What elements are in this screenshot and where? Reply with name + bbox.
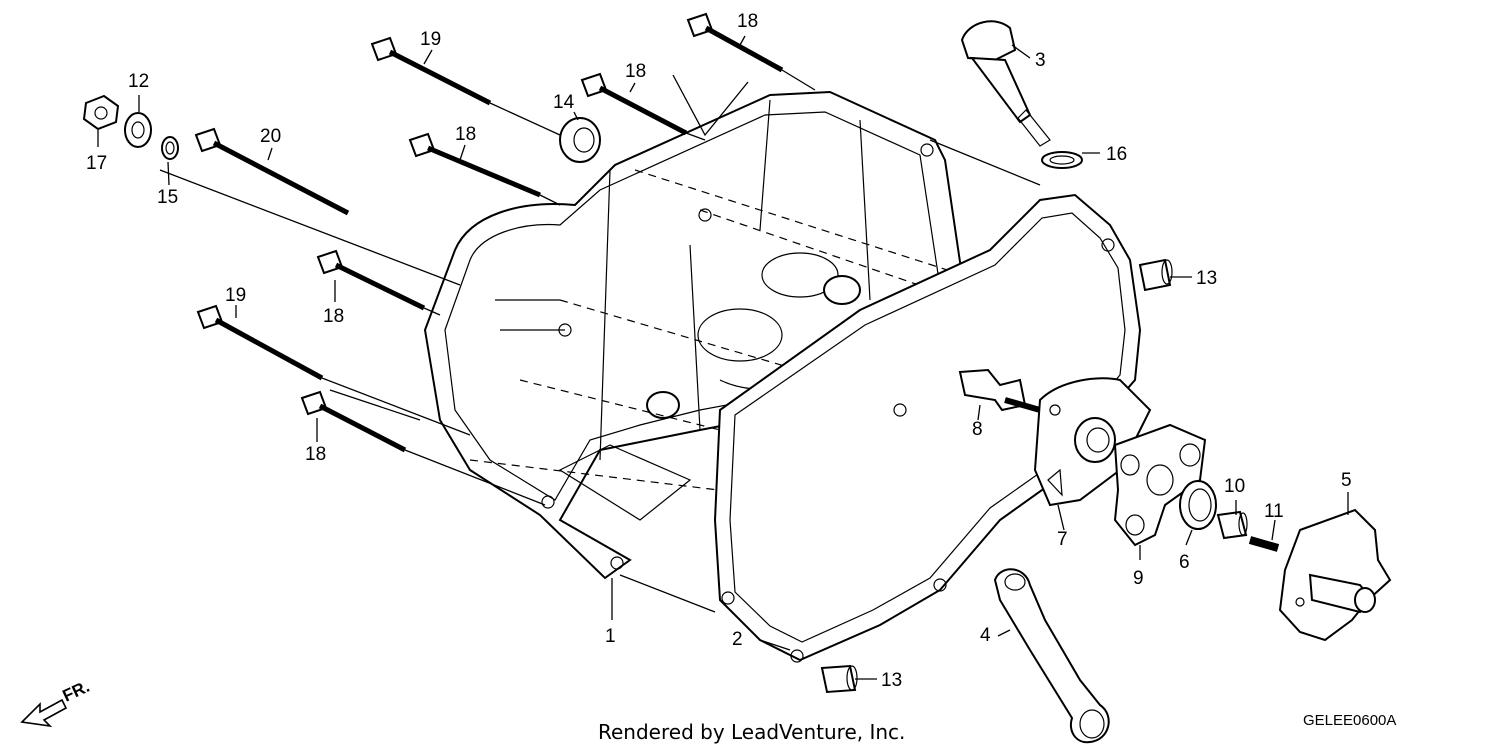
callout-19-top: 19 (420, 29, 441, 50)
callout-1: 1 (605, 626, 616, 647)
dowel-pin-13-upper[interactable] (1138, 258, 1173, 292)
oil-seal-6[interactable] (1179, 480, 1217, 530)
stud-bolt-8[interactable] (958, 368, 1041, 413)
callout-12: 12 (128, 71, 149, 92)
callout-20: 20 (260, 126, 281, 147)
callout-17: 17 (86, 153, 107, 174)
bolt-18-mid-top[interactable] (580, 72, 688, 136)
dowel-pin-13-lower[interactable] (820, 664, 858, 694)
bolt-18-left[interactable] (316, 249, 426, 311)
nut-17[interactable] (82, 94, 120, 131)
callout-15: 15 (157, 187, 178, 208)
callout-18-mid-top: 18 (625, 61, 646, 82)
callout-labels: 1 2 3 4 5 6 7 8 9 10 11 12 13 13 14 15 1… (86, 11, 1352, 691)
callout-2: 2 (732, 629, 743, 650)
front-arrow-icon (20, 698, 68, 728)
callout-13-upper: 13 (1196, 268, 1217, 289)
bolt-18-top[interactable] (686, 12, 784, 73)
bolt-11[interactable] (1248, 536, 1280, 552)
collar-10[interactable] (1216, 510, 1248, 540)
callout-4: 4 (980, 625, 991, 646)
callout-14: 14 (553, 92, 575, 113)
diagram-code: GELEE0600A (1303, 712, 1396, 729)
washer-15[interactable] (161, 136, 179, 160)
oil-dipstick-3[interactable] (960, 20, 1051, 147)
bolt-19-top[interactable] (370, 36, 492, 106)
washer-12[interactable] (124, 112, 152, 148)
bolt-leader-lines (159, 69, 1041, 613)
render-credit: Rendered by LeadVenture, Inc. (598, 720, 905, 744)
callout-18-bottom: 18 (305, 444, 326, 465)
callout-5: 5 (1341, 470, 1352, 491)
callout-6: 6 (1179, 552, 1190, 573)
callout-19-lower: 19 (225, 285, 246, 306)
plate-9[interactable] (1113, 423, 1207, 547)
callout-8: 8 (972, 419, 983, 440)
oil-seal-14[interactable] (559, 117, 601, 163)
callout-leaders (97, 35, 1349, 680)
callout-13-lower: 13 (881, 670, 902, 691)
bolt-19-lower[interactable] (196, 304, 324, 381)
bolt-18-mid[interactable] (408, 132, 541, 198)
bolt-20[interactable] (194, 127, 350, 216)
callout-3: 3 (1035, 50, 1046, 71)
callout-7: 7 (1057, 529, 1068, 550)
callout-18-left: 18 (323, 306, 344, 327)
callout-18-top: 18 (737, 11, 758, 32)
front-direction-indicator: FR. (20, 677, 93, 728)
callout-18-mid: 18 (455, 124, 476, 145)
kick-arm-4[interactable] (993, 568, 1110, 744)
kick-starter-5[interactable] (1278, 508, 1392, 642)
callout-9: 9 (1133, 568, 1144, 589)
callout-16: 16 (1106, 144, 1127, 165)
front-label: FR. (60, 677, 93, 706)
o-ring-16[interactable] (1041, 151, 1083, 169)
plate-7[interactable] (1033, 377, 1152, 507)
callout-11: 11 (1264, 501, 1284, 522)
callout-10: 10 (1224, 476, 1245, 497)
bolt-18-bottom[interactable] (300, 390, 407, 453)
